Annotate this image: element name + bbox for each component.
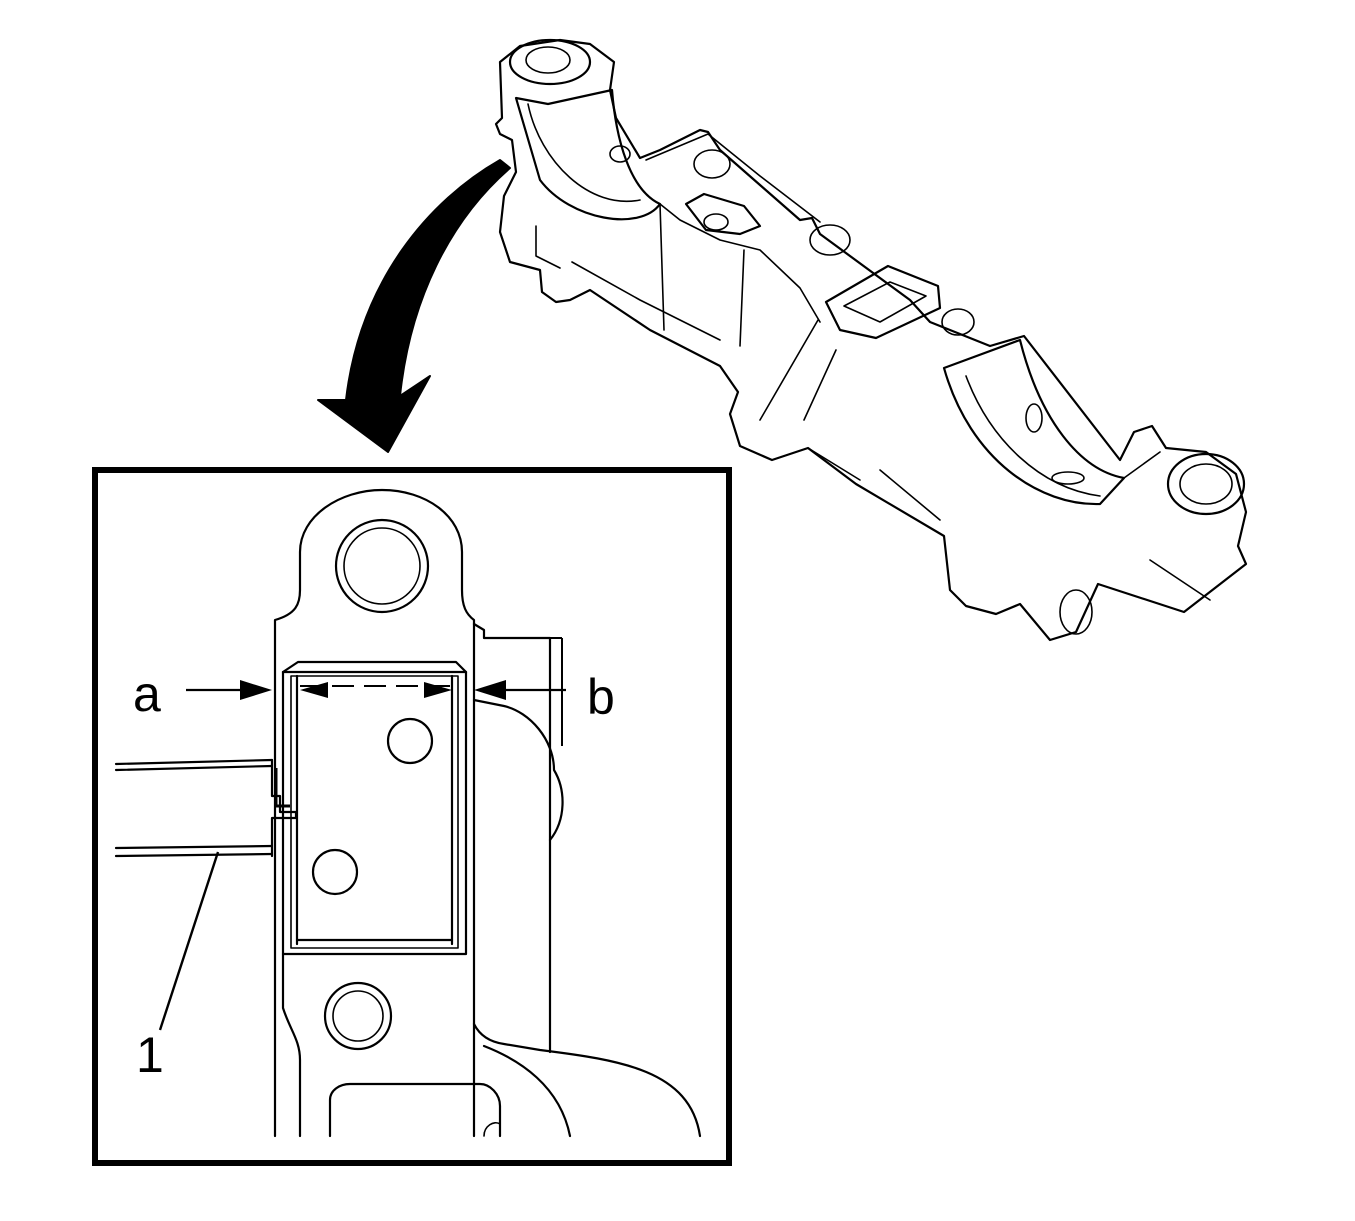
- bearing-cap-iso-view: [494, 38, 1248, 642]
- detail-inset-contents: [114, 488, 702, 1138]
- detail-inset-frame: [92, 467, 732, 1166]
- label-b: b: [587, 669, 615, 725]
- callout-1-label: 1: [136, 1027, 164, 1083]
- label-a: a: [133, 666, 161, 722]
- curved-pointer-arrow: [317, 159, 511, 453]
